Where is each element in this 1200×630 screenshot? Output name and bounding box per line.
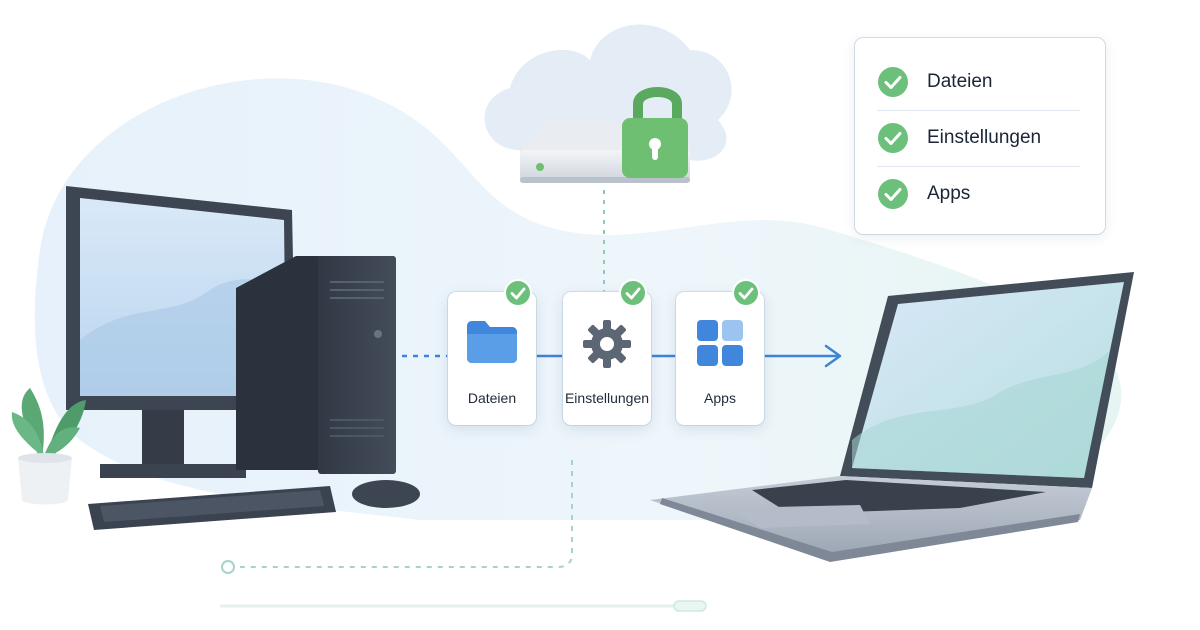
checklist-item: Dateien	[877, 54, 1080, 111]
checklist-item-label: Dateien	[927, 71, 993, 92]
keyboard	[88, 486, 336, 530]
sync-card-einstellungen: Einstellungen	[563, 279, 651, 425]
sync-card-label: Dateien	[467, 390, 517, 406]
check-circle-icon	[732, 279, 760, 307]
checklist-panel: Dateien Einstellungen Apps	[855, 38, 1105, 234]
mouse	[352, 480, 420, 508]
plant	[11, 388, 86, 505]
check-circle-icon	[878, 123, 908, 153]
checklist-item: Einstellungen	[877, 110, 1080, 167]
check-circle-icon	[878, 67, 908, 97]
gear-icon	[583, 320, 631, 368]
check-circle-icon	[504, 279, 532, 307]
check-circle-icon	[878, 179, 908, 209]
check-circle-icon	[619, 279, 647, 307]
apps-grid-icon	[697, 320, 743, 366]
lock-icon	[622, 87, 688, 178]
flow-arrow-icon	[764, 344, 842, 368]
checklist-item-label: Apps	[927, 183, 971, 204]
sync-card-label: Einstellungen	[564, 390, 650, 406]
checklist-item-label: Einstellungen	[927, 127, 1042, 148]
sync-card-apps: Apps	[676, 279, 764, 425]
sync-card-dateien: Dateien	[448, 279, 536, 425]
checklist-item: Apps	[877, 166, 1080, 222]
folder-icon	[467, 321, 517, 363]
desktop-tower	[236, 256, 396, 474]
laptop	[650, 272, 1134, 562]
sync-card-label: Apps	[704, 390, 736, 406]
